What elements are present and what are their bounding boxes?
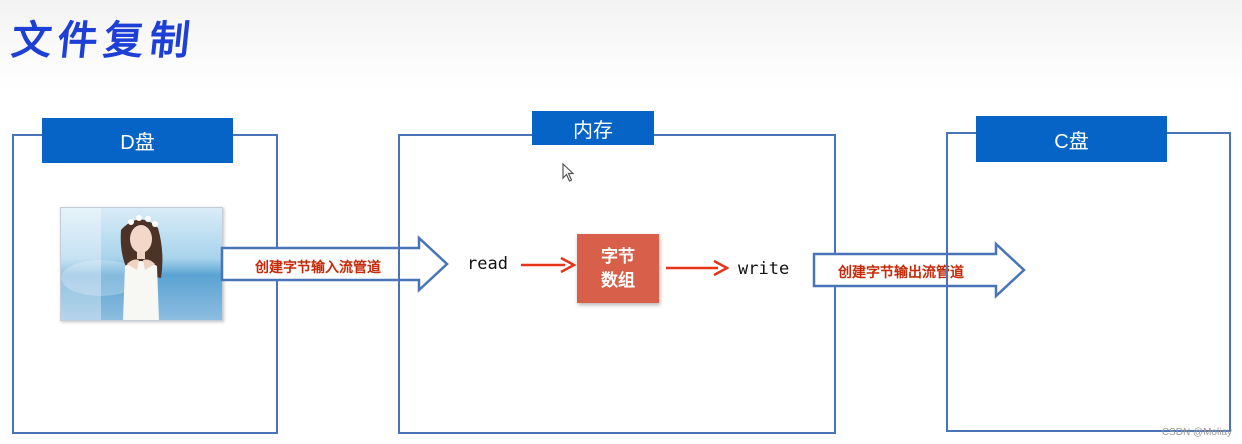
d-drive-label: D盘 — [42, 118, 233, 163]
output-stream-label: 创建字节输出流管道 — [838, 265, 964, 281]
byte-array-line1: 字节 — [601, 246, 635, 267]
bytes-to-write-arrow — [666, 259, 730, 277]
read-to-bytes-arrow — [521, 256, 577, 274]
photo-image — [61, 208, 222, 320]
read-label: read — [467, 254, 508, 274]
byte-array-line2: 数组 — [601, 270, 635, 291]
page-title: 文件复制 — [9, 18, 198, 64]
mouse-cursor-icon — [562, 163, 575, 182]
input-stream-arrow — [220, 235, 449, 293]
c-drive-panel — [946, 132, 1231, 432]
byte-array-box: 字节 数组 — [577, 234, 659, 303]
photo-thumbnail — [60, 207, 223, 321]
input-stream-label: 创建字节输入流管道 — [255, 260, 381, 276]
memory-label: 内存 — [532, 111, 654, 145]
output-stream-arrow — [812, 241, 1026, 299]
write-label: write — [738, 259, 790, 279]
c-drive-label: C盘 — [976, 116, 1167, 162]
watermark: CSDN @Moliay — [1161, 427, 1232, 438]
